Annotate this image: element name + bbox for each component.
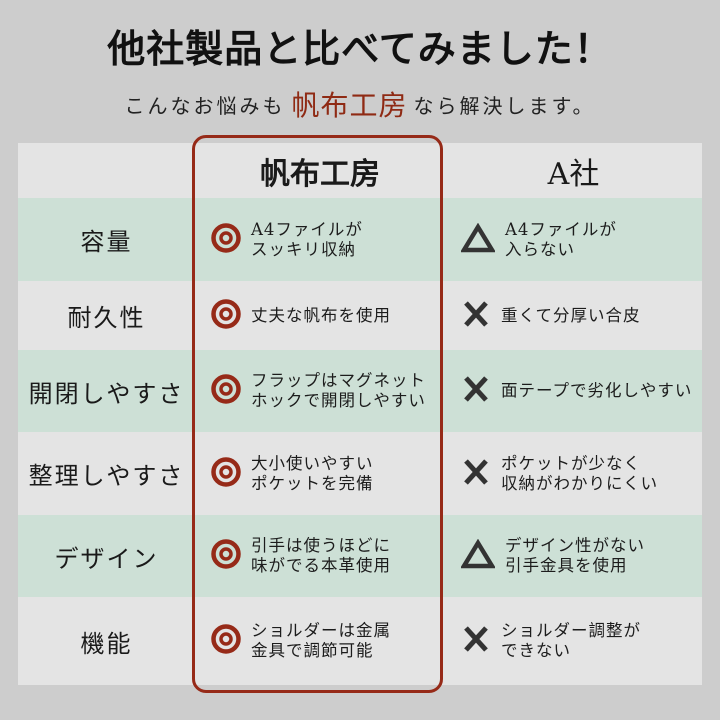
competitor-text: A4ファイルが入らない <box>505 220 617 260</box>
table-row: 開閉しやすさ フラップはマグネットホックで開閉しやすい 面テープで劣化しやすい <box>18 350 702 432</box>
brand-name: 帆布工房 <box>291 89 408 122</box>
table-row: 機能 ショルダーは金属金具で調節可能 ショルダー調整ができない <box>18 597 702 685</box>
text-line: ポケットを完備 <box>251 473 374 493</box>
text-line: ショルダーは金属 <box>251 621 391 640</box>
text-line: 入らない <box>505 239 575 259</box>
text-line: 面テープで劣化しやすい <box>501 381 693 400</box>
subtitle-suffix: なら解決します。 <box>413 94 596 118</box>
ours-cell: ショルダーは金属金具で調節可能 <box>195 597 445 685</box>
text-line: デザイン性がない <box>505 536 645 555</box>
text-line: 味がでる本革使用 <box>251 556 391 575</box>
double-circle-icon <box>211 222 241 257</box>
cross-icon <box>461 374 491 408</box>
ours-cell: 引手は使うほどに味がでる本革使用 <box>195 515 445 597</box>
ours-cell: 丈夫な帆布を使用 <box>195 281 445 350</box>
header-empty <box>18 143 195 198</box>
competitor-cell: 重くて分厚い合皮 <box>445 281 702 350</box>
text-line: 金具で調節可能 <box>251 641 374 660</box>
triangle-icon <box>459 222 497 257</box>
cross-icon <box>461 299 491 333</box>
text-line: 丈夫な帆布を使用 <box>251 305 391 325</box>
text-line: ポケットが少なく <box>501 453 641 473</box>
double-circle-icon <box>211 374 241 408</box>
competitor-text: ポケットが少なく収納がわかりにくい <box>501 454 658 494</box>
header-competitor: A社 <box>547 156 600 192</box>
ours-text: 丈夫な帆布を使用 <box>251 306 391 326</box>
row-label: 機能 <box>80 629 133 658</box>
text-line: フラップはマグネット <box>251 371 426 390</box>
competitor-text: 面テープで劣化しやすい <box>501 381 692 401</box>
text-line: できない <box>501 641 571 660</box>
text-line: ホックで開閉しやすい <box>251 391 426 410</box>
ours-text: フラップはマグネットホックで開閉しやすい <box>251 371 426 411</box>
page-title: 他社製品と比べてみました！ <box>107 27 613 71</box>
row-label: 容量 <box>80 228 133 256</box>
cross-icon <box>461 457 491 491</box>
text-line: ショルダー調整が <box>501 621 641 640</box>
text-line: A4ファイルが <box>251 219 363 239</box>
competitor-cell: デザイン性がない引手金具を使用 <box>445 515 702 597</box>
double-circle-icon <box>211 624 241 658</box>
text-line: 引手は使うほどに <box>251 536 391 555</box>
competitor-text: ショルダー調整ができない <box>501 621 641 661</box>
header-ours: 帆布工房 <box>260 156 380 192</box>
text-line: A4ファイルが <box>505 219 617 239</box>
double-circle-icon <box>211 298 241 333</box>
table-row: 耐久性 丈夫な帆布を使用 重くて分厚い合皮 <box>18 281 702 350</box>
double-circle-icon <box>211 539 241 573</box>
ours-cell: フラップはマグネットホックで開閉しやすい <box>195 350 445 432</box>
table-header: 帆布工房 A社 <box>18 143 702 198</box>
subtitle: こんなお悩みも帆布工房なら解決します。 <box>0 84 720 124</box>
table-row: デザイン 引手は使うほどに味がでる本革使用 デザイン性がない引手金具を使用 <box>18 515 702 597</box>
double-circle-icon <box>211 456 241 491</box>
triangle-icon <box>459 538 497 573</box>
row-label: 耐久性 <box>67 304 146 332</box>
competitor-text: デザイン性がない引手金具を使用 <box>505 536 645 576</box>
competitor-cell: 面テープで劣化しやすい <box>445 350 702 432</box>
ours-text: A4ファイルがスッキリ収納 <box>251 220 363 260</box>
row-label: 整理しやすさ <box>28 462 185 490</box>
row-label: 開閉しやすさ <box>28 379 185 408</box>
row-label: デザイン <box>54 544 159 573</box>
competitor-text: 重くて分厚い合皮 <box>501 306 641 326</box>
text-line: 大小使いやすい <box>251 453 374 473</box>
competitor-cell: ポケットが少なく収納がわかりにくい <box>445 432 702 515</box>
ours-cell: A4ファイルがスッキリ収納 <box>195 198 445 281</box>
cross-icon <box>461 624 491 658</box>
text-line: 引手金具を使用 <box>505 556 628 575</box>
table-row: 整理しやすさ 大小使いやすいポケットを完備 ポケットが少なく収納がわかりにくい <box>18 432 702 515</box>
ours-cell: 大小使いやすいポケットを完備 <box>195 432 445 515</box>
subtitle-prefix: こんなお悩みも <box>124 94 286 118</box>
ours-text: 引手は使うほどに味がでる本革使用 <box>251 536 391 576</box>
competitor-cell: ショルダー調整ができない <box>445 597 702 685</box>
competitor-cell: A4ファイルが入らない <box>445 198 702 281</box>
text-line: スッキリ収納 <box>251 239 356 259</box>
ours-text: ショルダーは金属金具で調節可能 <box>251 621 391 661</box>
text-line: 重くて分厚い合皮 <box>501 305 641 325</box>
ours-text: 大小使いやすいポケットを完備 <box>251 454 374 494</box>
text-line: 収納がわかりにくい <box>501 473 659 493</box>
